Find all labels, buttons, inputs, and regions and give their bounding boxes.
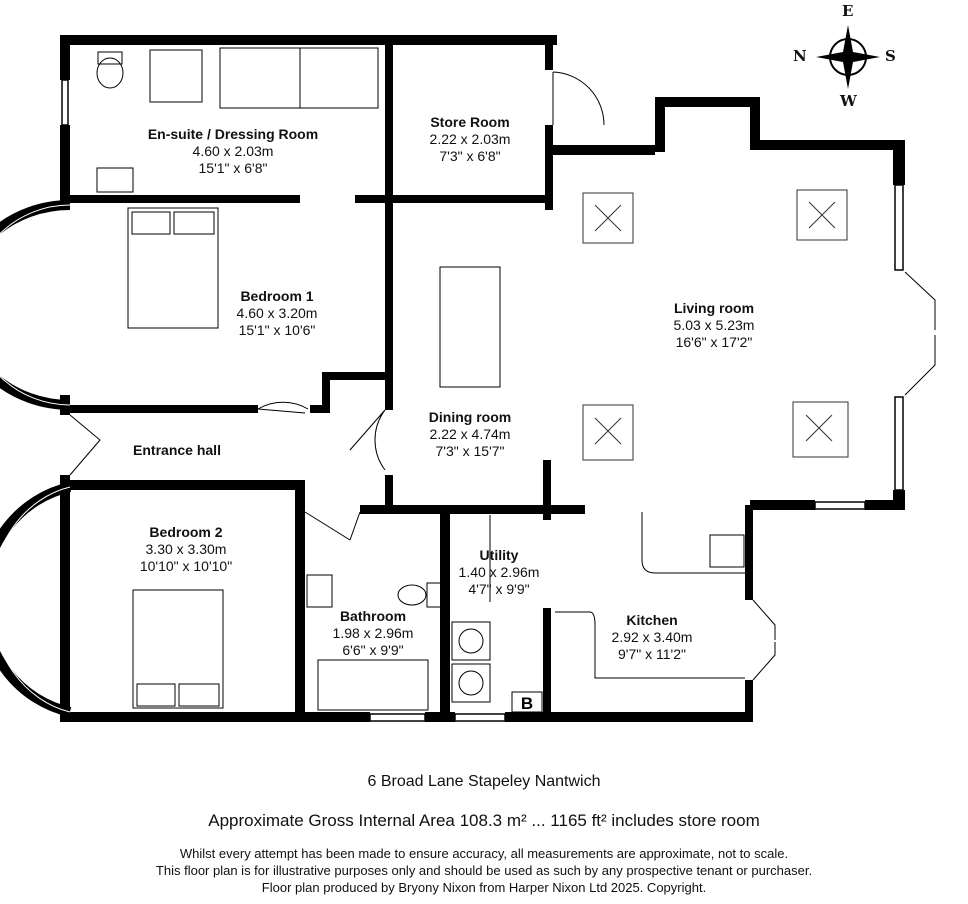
boiler (511, 691, 543, 713)
compass-south: S (885, 47, 896, 65)
compass-east: E (842, 2, 854, 20)
disclaimer-3: Floor plan produced by Bryony Nixon from… (261, 880, 707, 895)
disclaimer-1: Whilst every attempt has been made to en… (179, 846, 789, 861)
walls (60, 35, 905, 722)
boiler-label: B (521, 694, 533, 713)
compass-icon (816, 25, 880, 89)
disclaimer-2: This floor plan is for illustrative purp… (155, 863, 813, 878)
windows (61, 79, 904, 722)
room-hall: Entrance hall (133, 442, 221, 458)
compass-west: W (840, 92, 857, 110)
fixtures (96, 47, 849, 711)
bay-windows (0, 200, 72, 717)
gross-area: Approximate Gross Internal Area 108.3 m²… (208, 811, 760, 830)
compass-north: N (793, 47, 807, 65)
address: 6 Broad Lane Stapeley Nantwich (367, 773, 601, 790)
doors (69, 71, 936, 681)
floor-plan: B (0, 25, 936, 722)
